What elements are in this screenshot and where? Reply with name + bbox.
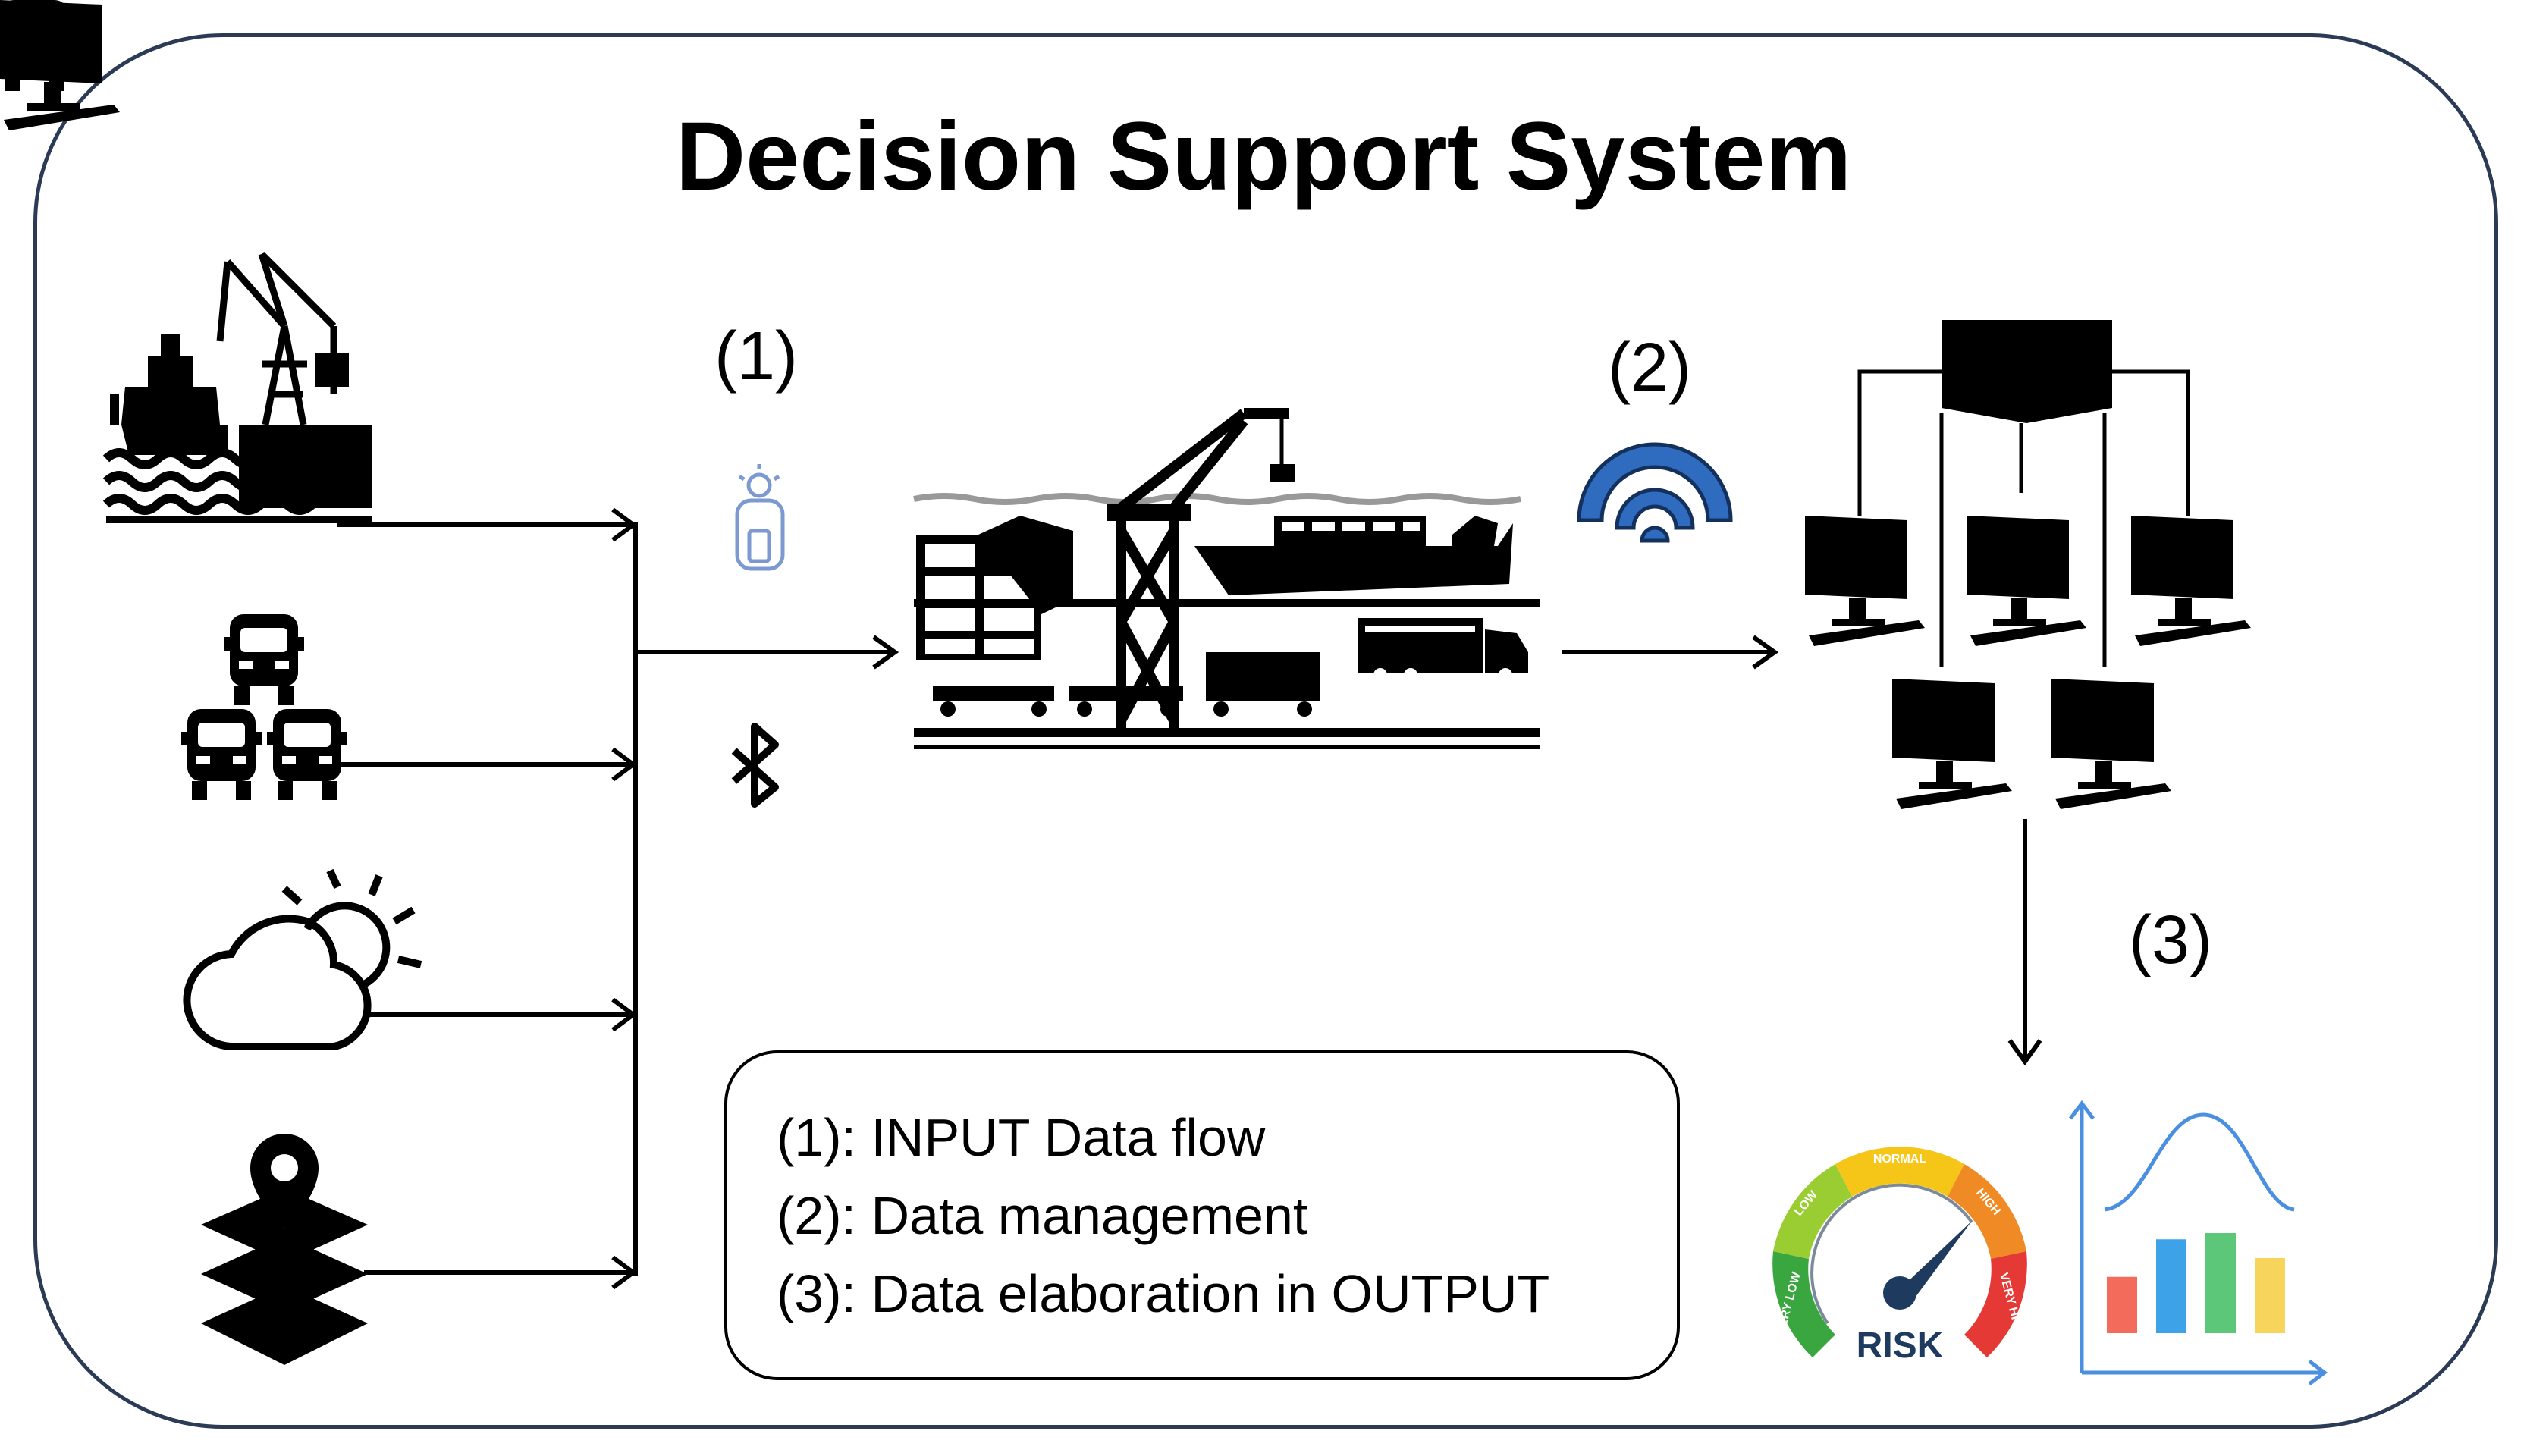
legend-item-output: (3): Data elaboration in OUTPUT <box>777 1264 1550 1323</box>
gauge-segment-label: NORMAL <box>1873 1153 1926 1166</box>
step-label-management: (2) <box>1608 330 1691 406</box>
weather-cloud-sun-icon <box>183 868 422 1051</box>
output-arrow <box>2007 819 2042 1066</box>
computer-network-icon <box>0 0 2251 809</box>
map-layers-pin-icon <box>201 1134 368 1365</box>
legend-item-management: (2): Data management <box>777 1186 1308 1245</box>
beacon-sensor-icon <box>735 464 785 571</box>
input-arrows <box>337 507 899 1290</box>
port-ship-crane-icon <box>102 251 372 523</box>
bluetooth-icon <box>731 723 779 808</box>
bar-chart-distribution-icon <box>2069 1100 2328 1385</box>
diagram-title: Decision Support System <box>676 102 1852 211</box>
output-bar <box>2255 1258 2285 1333</box>
outer-frame <box>33 33 2498 1429</box>
wifi-signal-icon <box>1577 442 1733 543</box>
output-bar <box>2205 1233 2236 1333</box>
step-label-input: (1) <box>714 318 798 394</box>
output-bar <box>2107 1276 2137 1333</box>
port-terminal-illustration <box>913 408 1540 749</box>
risk-gauge-icon: VERY LOW LOW NORMAL HIGH VERY HIGH RISK <box>1772 1147 2027 1366</box>
step-label-output: (3) <box>2129 902 2212 978</box>
legend-item-input: (1): INPUT Data flow <box>777 1108 1266 1167</box>
gauge-center-label: RISK <box>1857 1326 1944 1366</box>
output-bar <box>2156 1239 2186 1333</box>
data-management-arrow <box>1562 635 1779 670</box>
legend-box: (1): INPUT Data flow (2): Data managemen… <box>724 1050 1680 1380</box>
